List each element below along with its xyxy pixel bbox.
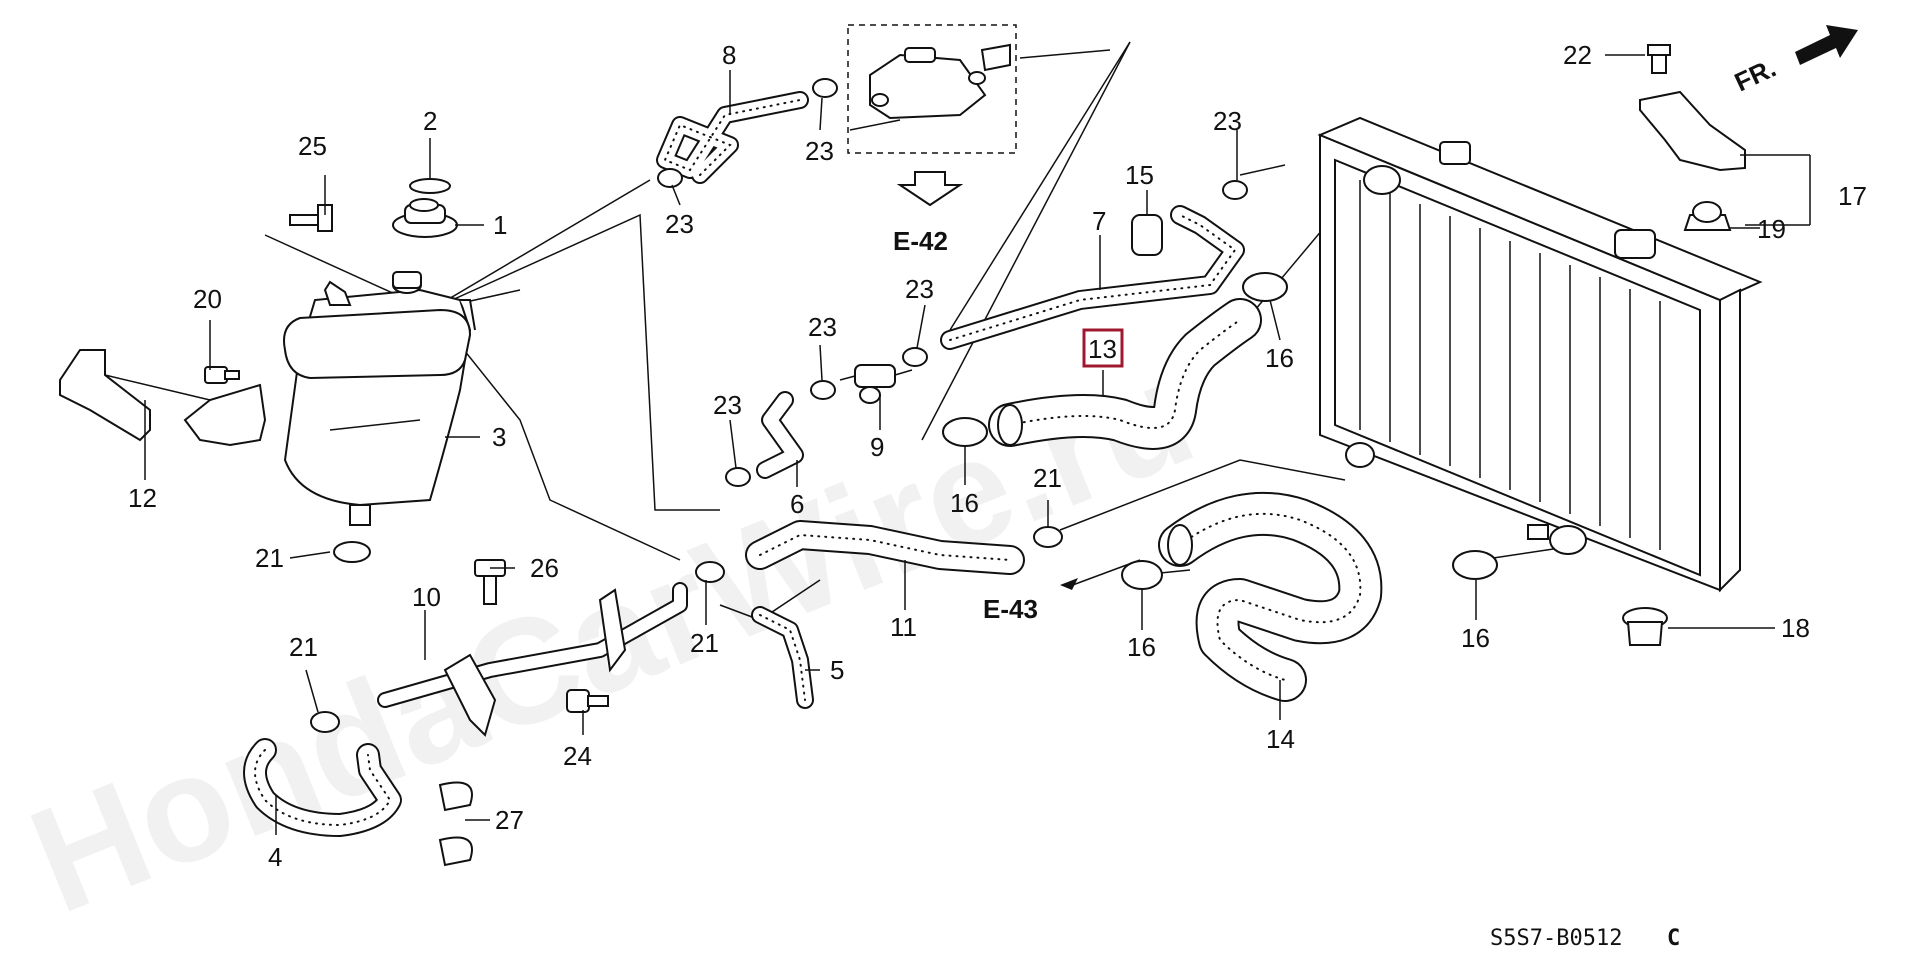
callout-2[interactable]: 2 [423, 106, 437, 136]
hose-14-lower-radiator [1158, 491, 1383, 702]
callout-10[interactable]: 10 [412, 582, 441, 612]
hose-7 [940, 205, 1245, 350]
callout-23b[interactable]: 23 [805, 136, 834, 166]
hose-6 [756, 391, 804, 479]
callout-23c[interactable]: 23 [1213, 106, 1242, 136]
callout-14[interactable]: 14 [1266, 724, 1295, 754]
callout-6[interactable]: 6 [790, 489, 804, 519]
callout-13-highlight-box [1082, 328, 1124, 368]
callout-leaders [144, 54, 1810, 835]
callout-27[interactable]: 27 [495, 805, 524, 835]
callout-23f[interactable]: 23 [713, 390, 742, 420]
e42-inset [847, 24, 1017, 207]
callout-20[interactable]: 20 [193, 284, 222, 314]
hose-4 [243, 738, 402, 837]
callout-23e[interactable]: 23 [808, 312, 837, 342]
callout-16a[interactable]: 16 [950, 488, 979, 518]
callout-5[interactable]: 5 [830, 655, 844, 685]
radiator-upper-mount [1639, 44, 1746, 231]
callout-23a[interactable]: 23 [665, 209, 694, 239]
e43-arrow [1060, 578, 1078, 590]
diagram-code-suffix: C [1667, 926, 1680, 951]
bolt-25 [289, 204, 333, 232]
callout-19[interactable]: 19 [1757, 214, 1786, 244]
clamp-23-group [657, 78, 1248, 487]
callout-3[interactable]: 3 [492, 422, 506, 452]
hose-13-upper-radiator [988, 298, 1262, 450]
clamp-16-group [942, 272, 1498, 590]
front-direction-label: FR. [1730, 53, 1781, 98]
clamp-27 [438, 781, 473, 867]
clamp-21-group [310, 526, 1063, 733]
radiator [1317, 116, 1763, 593]
callout-23d[interactable]: 23 [905, 274, 934, 304]
callout-15[interactable]: 15 [1125, 160, 1154, 190]
callout-labels: 1 2 3 4 5 6 7 8 9 10 11 12 13 14 15 16 1… [128, 40, 1867, 872]
o-ring [409, 178, 451, 194]
reference-e42: E-42 [893, 226, 948, 256]
callout-1[interactable]: 1 [493, 210, 507, 240]
callout-16d[interactable]: 16 [1461, 623, 1490, 653]
callout-11[interactable]: 11 [890, 612, 917, 642]
front-direction-arrow: FR. [1730, 25, 1858, 97]
callout-25[interactable]: 25 [298, 131, 327, 161]
callout-21c[interactable]: 21 [1033, 463, 1062, 493]
diagram-code: S5S7-B0512 [1490, 926, 1622, 951]
callout-9[interactable]: 9 [870, 432, 884, 462]
callout-18[interactable]: 18 [1781, 613, 1810, 643]
callout-12[interactable]: 12 [128, 483, 157, 513]
callout-21d[interactable]: 21 [289, 632, 318, 662]
callout-8[interactable]: 8 [722, 40, 736, 70]
callout-21a[interactable]: 21 [255, 543, 284, 573]
bolt-24 [566, 689, 609, 713]
callout-16b[interactable]: 16 [1127, 632, 1156, 662]
callout-7[interactable]: 7 [1092, 206, 1106, 236]
radiator-lower-cushion-18 [1622, 607, 1668, 646]
callout-16c[interactable]: 16 [1265, 343, 1294, 373]
hose-11 [745, 520, 1025, 575]
clip-15 [1131, 214, 1163, 256]
callout-17[interactable]: 17 [1838, 181, 1867, 211]
callout-21b[interactable]: 21 [690, 628, 719, 658]
callout-13[interactable]: 13 [1088, 334, 1117, 364]
radiator-cap [392, 198, 458, 238]
reserve-tank [283, 271, 476, 526]
water-pipe-10 [377, 582, 688, 737]
callout-26[interactable]: 26 [530, 553, 559, 583]
tank-bracket [59, 349, 267, 447]
joint-9 [839, 364, 913, 404]
bolt-20 [204, 366, 240, 384]
callout-4[interactable]: 4 [268, 842, 282, 872]
hose-5 [751, 606, 814, 709]
reference-e43: E-43 [983, 594, 1038, 624]
callout-24[interactable]: 24 [563, 741, 592, 771]
hose-8 [656, 91, 809, 184]
callout-22[interactable]: 22 [1563, 40, 1592, 70]
